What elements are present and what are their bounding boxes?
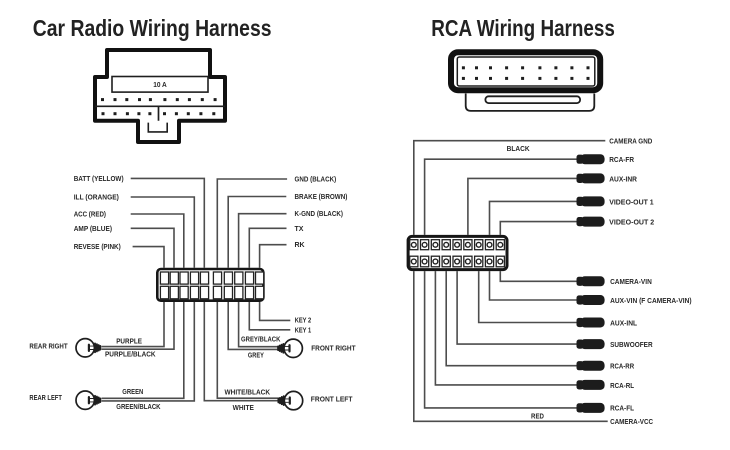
svg-text:RCA-FL: RCA-FL [610, 406, 635, 413]
svg-text:CAMERA-VCC: CAMERA-VCC [610, 419, 653, 426]
svg-text:AUX-INR: AUX-INR [609, 176, 637, 183]
svg-text:GREEN/BLACK: GREEN/BLACK [116, 404, 160, 411]
svg-text:GREY: GREY [248, 352, 264, 359]
svg-text:RCA-RR: RCA-RR [610, 364, 634, 371]
svg-text:REAR LEFT: REAR LEFT [29, 395, 62, 402]
svg-text:Car Radio Wiring Harness: Car Radio Wiring Harness [33, 15, 272, 41]
svg-text:FRONT LEFT: FRONT LEFT [311, 397, 353, 404]
svg-text:ILL (ORANGE): ILL (ORANGE) [74, 195, 119, 202]
svg-text:PURPLE: PURPLE [116, 339, 142, 346]
svg-text:WHITE: WHITE [233, 405, 255, 412]
svg-text:BATT (YELLOW): BATT (YELLOW) [74, 176, 124, 183]
svg-text:AMP (BLUE): AMP (BLUE) [74, 226, 112, 233]
svg-text:RCA-RL: RCA-RL [610, 383, 635, 390]
svg-text:GREY/BLACK: GREY/BLACK [241, 337, 280, 344]
svg-text:RK: RK [295, 242, 305, 249]
svg-text:SUBWOOFER: SUBWOOFER [610, 342, 653, 349]
svg-text:AUX-VIN (F CAMERA-VIN): AUX-VIN (F CAMERA-VIN) [610, 298, 692, 305]
svg-text:CAMERA GND: CAMERA GND [609, 139, 652, 146]
svg-text:RED: RED [531, 413, 544, 420]
svg-text:FRONT RIGHT: FRONT RIGHT [311, 346, 356, 353]
svg-text:WHITE/BLACK: WHITE/BLACK [225, 390, 271, 397]
svg-text:PURPLE/BLACK: PURPLE/BLACK [105, 352, 156, 359]
svg-text:REVESE (PINK): REVESE (PINK) [74, 244, 121, 251]
svg-text:RCA-FR: RCA-FR [609, 157, 634, 164]
svg-text:ACC (RED): ACC (RED) [74, 212, 106, 219]
svg-text:KEY 2: KEY 2 [295, 318, 312, 325]
svg-text:VIDEO-OUT 2: VIDEO-OUT 2 [609, 219, 654, 226]
svg-text:BLACK: BLACK [507, 146, 530, 153]
svg-text:CAMERA-VIN: CAMERA-VIN [610, 279, 652, 286]
svg-text:BRAKE (BROWN): BRAKE (BROWN) [295, 194, 348, 201]
svg-text:GND (BLACK): GND (BLACK) [295, 177, 337, 184]
svg-text:10 A: 10 A [153, 82, 167, 89]
svg-text:KEY 1: KEY 1 [295, 328, 312, 335]
svg-text:REAR RIGHT: REAR RIGHT [29, 344, 68, 351]
svg-text:AUX-INL: AUX-INL [610, 320, 638, 327]
svg-text:K-GND (BLACK): K-GND (BLACK) [295, 211, 344, 218]
svg-text:RCA Wiring Harness: RCA Wiring Harness [431, 15, 615, 41]
svg-text:TX: TX [295, 226, 304, 233]
svg-text:GREEN: GREEN [122, 389, 143, 396]
svg-text:VIDEO-OUT 1: VIDEO-OUT 1 [609, 199, 654, 206]
